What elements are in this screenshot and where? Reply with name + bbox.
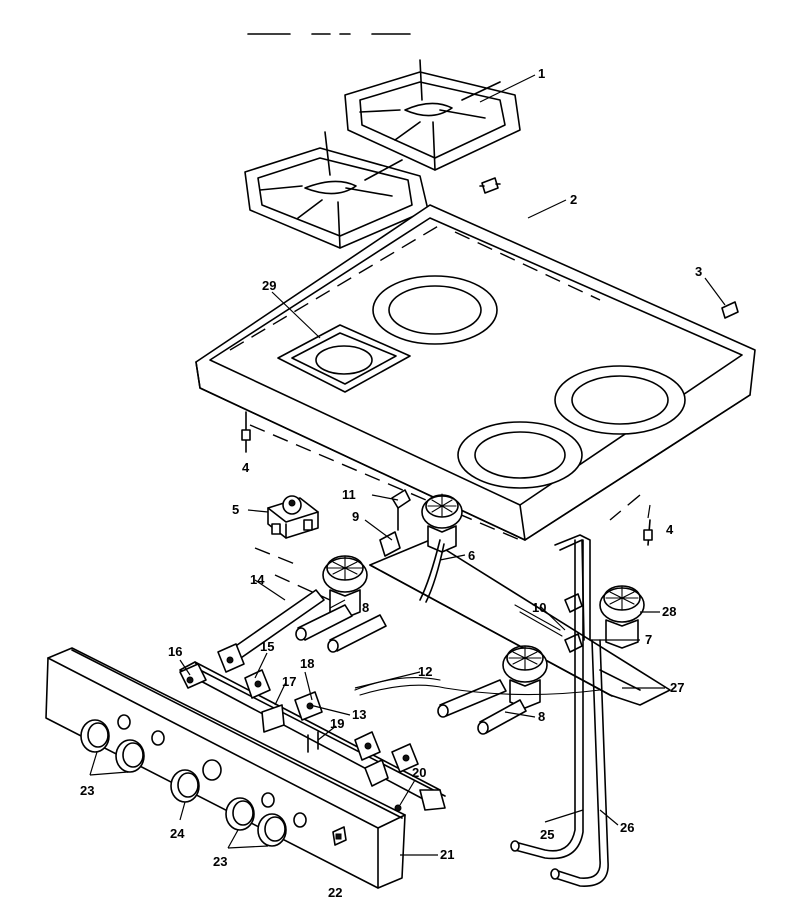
callout-2: 2 — [570, 192, 577, 207]
valve-7 — [364, 759, 389, 787]
cooktop-panel — [195, 204, 756, 541]
callout-10: 10 — [532, 600, 546, 615]
leader-lines — [89, 74, 726, 856]
valve-4 — [294, 691, 323, 721]
callout-6: 6 — [468, 548, 475, 563]
callout-4-left: 4 — [242, 460, 250, 475]
callout-19: 19 — [330, 716, 344, 731]
control-knob-1 — [80, 719, 110, 753]
callout-23-left: 23 — [80, 783, 94, 798]
callout-26: 26 — [620, 820, 634, 835]
clip-left — [479, 177, 501, 194]
callout-24: 24 — [170, 826, 185, 841]
control-panel — [45, 647, 406, 889]
callout-28: 28 — [662, 604, 676, 619]
callout-18: 18 — [300, 656, 314, 671]
valve-manifold — [179, 643, 446, 812]
callout-3: 3 — [695, 264, 702, 279]
control-knob-3 — [170, 769, 200, 803]
gas-supply-tubes — [510, 539, 609, 887]
callout-8-right: 8 — [538, 709, 545, 724]
callout-25: 25 — [540, 827, 554, 842]
valve-6 — [391, 743, 419, 773]
callout-21: 21 — [440, 847, 454, 862]
callout-4-right: 4 — [666, 522, 674, 537]
burner-head-rear-right — [599, 585, 645, 649]
valve-3 — [244, 669, 271, 699]
ignition-switch — [332, 826, 347, 846]
control-knob-2 — [115, 739, 145, 773]
callout-16: 16 — [168, 644, 182, 659]
screw-right — [643, 519, 653, 546]
callout-13: 13 — [352, 707, 366, 722]
screw-left — [241, 411, 251, 453]
callout-27: 27 — [670, 680, 684, 695]
callout-29: 29 — [262, 278, 276, 293]
callout-20: 20 — [412, 765, 426, 780]
callout-14: 14 — [250, 572, 265, 587]
callout-1: 1 — [538, 66, 545, 81]
callout-9: 9 — [352, 509, 359, 524]
valve-2 — [217, 643, 245, 673]
pressure-regulator — [267, 495, 319, 539]
burner-head-front-right — [502, 645, 548, 709]
callout-7: 7 — [645, 632, 652, 647]
callout-labels: 1 2 3 4 4 5 6 7 8 8 9 10 11 12 13 14 15 … — [80, 66, 702, 900]
clip-right — [721, 301, 739, 319]
callout-11: 11 — [342, 487, 356, 502]
burner-assembly — [227, 489, 671, 735]
control-knob-5 — [257, 813, 287, 847]
valve-5 — [354, 731, 381, 761]
burner-grate-rear — [344, 59, 521, 171]
callout-22: 22 — [328, 885, 342, 900]
callout-23-right: 23 — [213, 854, 227, 869]
control-knob-4 — [225, 797, 255, 831]
callout-15: 15 — [260, 639, 274, 654]
callout-8-left: 8 — [362, 600, 369, 615]
burner-head-rear-left — [421, 493, 463, 553]
callout-17: 17 — [282, 674, 296, 689]
callout-12: 12 — [418, 664, 432, 679]
callout-5: 5 — [232, 502, 239, 517]
